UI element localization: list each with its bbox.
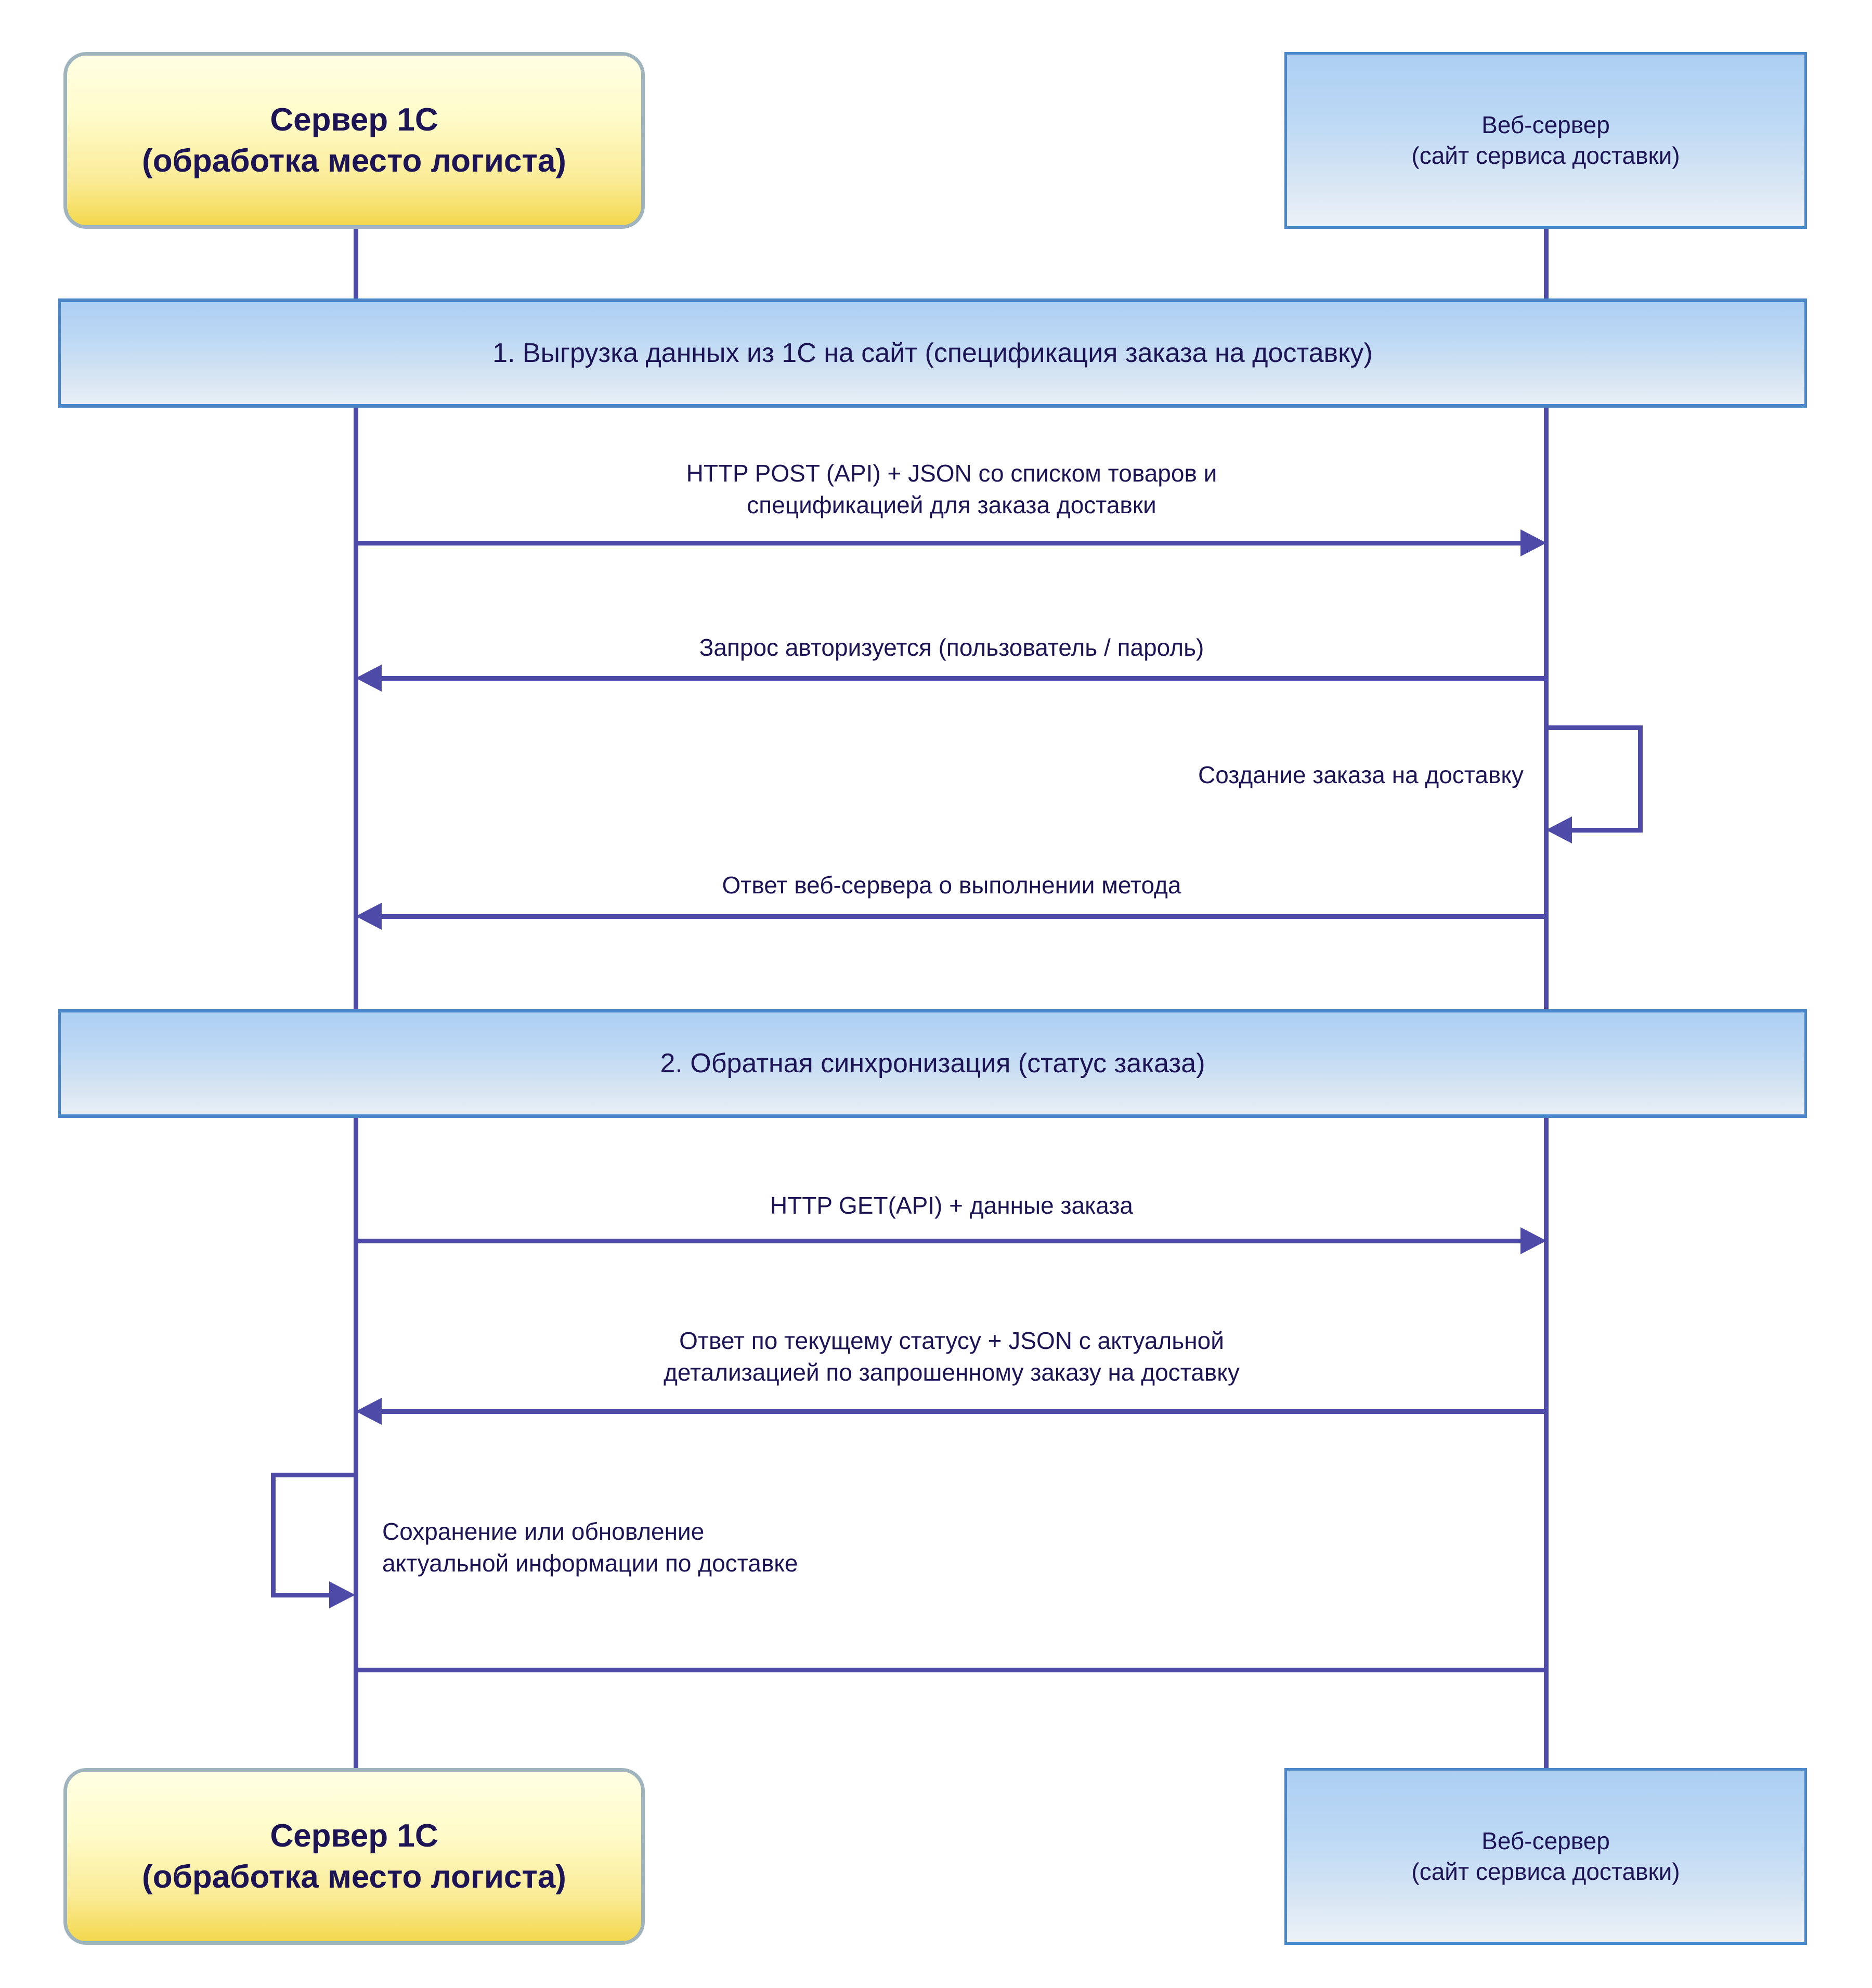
message-7-arrowhead <box>329 1581 355 1608</box>
message-5-line <box>356 1239 1522 1243</box>
message-5-label: HTTP GET(API) + данные заказа <box>770 1192 1134 1219</box>
message-2-line <box>380 676 1546 681</box>
participant-header-server-1c-line1: Сервер 1С <box>270 101 438 138</box>
participant-footer-web-server-line2: (сайт сервиса доставки) <box>1411 1858 1680 1885</box>
participant-footer-server-1c-line2: (обработка место логиста) <box>142 1859 566 1895</box>
message-7-segment-left <box>271 1473 276 1597</box>
message-7-label: Сохранение или обновление актуальной инф… <box>382 1518 798 1577</box>
message-6-label: Ответ по текущему статусу + JSON с актуа… <box>664 1327 1240 1386</box>
message-2-label: Запрос авторизуется (пользователь / паро… <box>699 634 1204 661</box>
section-band-2-label: 2. Обратная синхронизация (статус заказа… <box>660 1048 1205 1079</box>
message-6-line <box>380 1409 1546 1414</box>
section-band-1-label: 1. Выгрузка данных из 1С на сайт (специф… <box>492 338 1373 368</box>
message-1-label: HTTP POST (API) + JSON со списком товаро… <box>686 460 1217 519</box>
message-3-segment-bottom <box>1572 828 1643 833</box>
message-1-arrowhead <box>1520 529 1546 556</box>
message-7-segment-top <box>271 1473 357 1477</box>
message-4-line <box>380 914 1546 919</box>
participant-footer-server-1c-label: Сервер 1С (обработка место логиста) <box>67 1815 641 1898</box>
section-band-1[interactable]: 1. Выгрузка данных из 1С на сайт (специф… <box>58 298 1807 408</box>
message-2-arrowhead <box>356 665 382 692</box>
message-4-label: Ответ веб-сервера о выполнении метода <box>722 872 1181 899</box>
message-4-arrowhead <box>356 903 382 930</box>
participant-header-server-1c[interactable]: Сервер 1С (обработка место логиста) <box>63 52 645 229</box>
message-3-segment-top <box>1546 725 1643 730</box>
message-3-segment-right <box>1638 725 1643 833</box>
participant-header-server-1c-line2: (обработка место логиста) <box>142 143 566 179</box>
participant-footer-server-1c[interactable]: Сервер 1С (обработка место логиста) <box>63 1768 645 1945</box>
section-band-2[interactable]: 2. Обратная синхронизация (статус заказа… <box>58 1009 1807 1118</box>
participant-footer-web-server-label: Веб-сервер (сайт сервиса доставки) <box>1287 1826 1804 1887</box>
participant-header-server-1c-label: Сервер 1С (обработка место логиста) <box>67 99 641 182</box>
message-3-label: Создание заказа на доставку <box>1198 761 1524 788</box>
participant-header-web-server-line2: (сайт сервиса доставки) <box>1411 142 1680 169</box>
participant-footer-server-1c-line1: Сервер 1С <box>270 1817 438 1854</box>
message-3-arrowhead <box>1546 816 1572 843</box>
lifeline-connector-line <box>356 1668 1546 1672</box>
participant-footer-web-server[interactable]: Веб-сервер (сайт сервиса доставки) <box>1284 1768 1807 1945</box>
participant-header-web-server-label: Веб-сервер (сайт сервиса доставки) <box>1287 110 1804 171</box>
message-7-segment-bottom <box>271 1593 331 1597</box>
participant-header-web-server[interactable]: Веб-сервер (сайт сервиса доставки) <box>1284 52 1807 229</box>
message-1-line <box>356 541 1522 545</box>
message-5-arrowhead <box>1520 1227 1546 1254</box>
participant-header-web-server-line1: Веб-сервер <box>1481 111 1610 139</box>
message-3-selfcall[interactable] <box>1546 725 1645 843</box>
lifeline-web-server <box>1544 224 1549 1773</box>
message-6-arrowhead <box>356 1398 382 1425</box>
lifeline-server-1c <box>354 224 358 1773</box>
participant-footer-web-server-line1: Веб-сервер <box>1481 1827 1610 1855</box>
message-7-selfcall[interactable] <box>271 1473 359 1608</box>
